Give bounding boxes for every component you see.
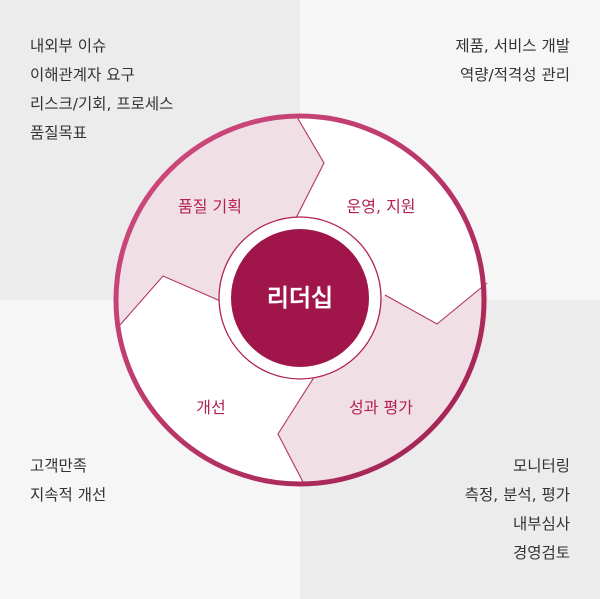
segment-label-improvement: 개선: [196, 398, 225, 417]
notes-bottom-right: 모니터링 측정, 분석, 평가 내부심사 경영검토: [465, 452, 570, 568]
note-line: 이해관계자 요구: [30, 66, 135, 84]
note-line: 품질목표: [30, 124, 88, 142]
note-line: 제품, 서비스 개발: [455, 37, 570, 55]
notes-top-left: 내외부 이슈 이해관계자 요구 리스크/기회, 프로세스 품질목표: [30, 32, 173, 148]
segment-planning-fill: [118, 117, 325, 325]
segment-evaluation-fill: [278, 283, 488, 483]
outer-ring: [113, 113, 487, 487]
segment-label-evaluation: 성과 평가: [349, 398, 413, 417]
note-line: 내외부 이슈: [30, 37, 107, 55]
note-line: 모니터링: [512, 457, 570, 475]
arrow-line-bottom: [277, 351, 331, 483]
segment-label-operation: 운영, 지원: [346, 197, 415, 216]
note-line: 역량/적격성 관리: [460, 66, 570, 84]
note-line: 고객만족: [30, 457, 88, 475]
notes-top-right: 제품, 서비스 개발 역량/적격성 관리: [455, 32, 570, 90]
segment-label-planning: 품질 기획: [178, 197, 242, 216]
note-line: 지속적 개선: [30, 486, 107, 504]
notes-bottom-left: 고객만족 지속적 개선: [30, 452, 106, 510]
center-label: 리더십: [267, 284, 333, 312]
center-circle: [231, 229, 369, 367]
arrow-line-right: [384, 282, 488, 325]
arrow-line-left: [119, 275, 226, 326]
note-line: 리스크/기회, 프로세스: [30, 95, 174, 113]
note-line: 경영검토: [512, 544, 570, 562]
note-line: 측정, 분석, 평가: [464, 486, 570, 504]
note-line: 내부심사: [512, 515, 570, 533]
